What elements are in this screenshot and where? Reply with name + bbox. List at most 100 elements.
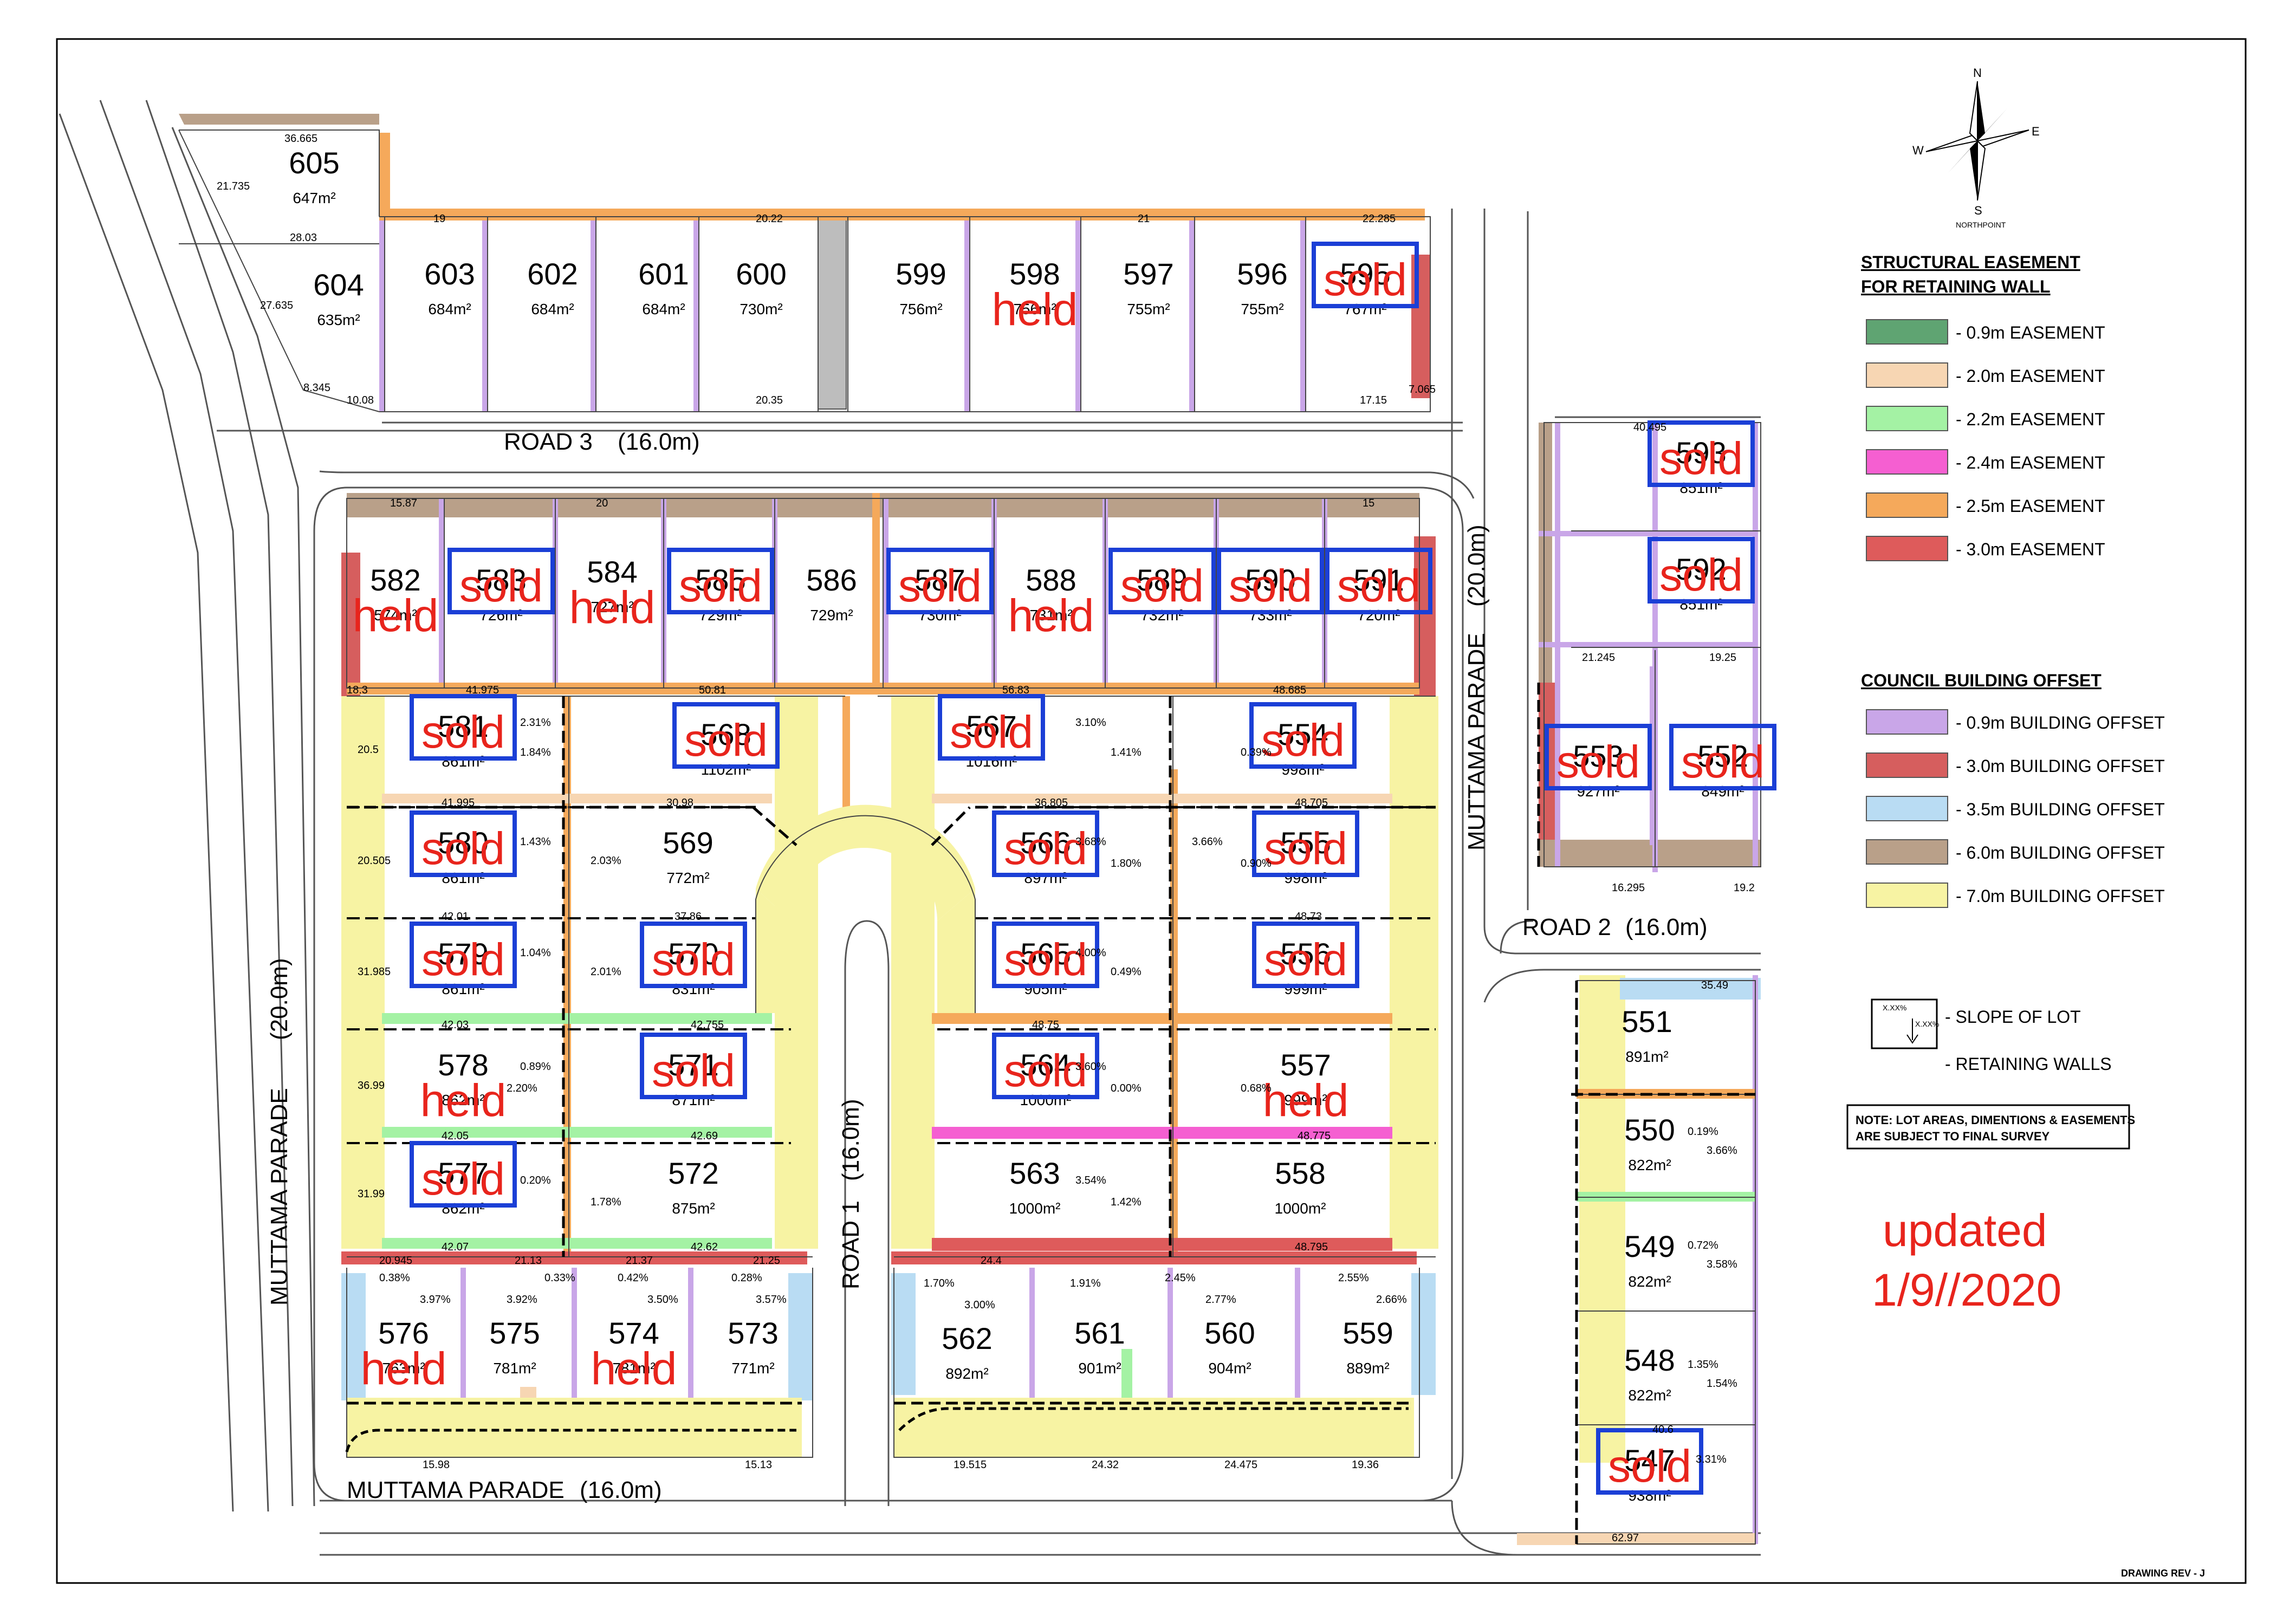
easement-swatch bbox=[1866, 449, 1948, 475]
dimension-value: 19.2 bbox=[1734, 882, 1755, 894]
lot-area: 772m² bbox=[666, 870, 709, 886]
lot-area: 1000m² bbox=[1020, 1092, 1072, 1108]
sold-box bbox=[1312, 242, 1419, 308]
dimension-value: 20.5 bbox=[358, 744, 379, 756]
sold-box bbox=[1249, 702, 1357, 769]
slope-value: 0.19% bbox=[1688, 1126, 1718, 1138]
dimension-value: 42.01 bbox=[442, 911, 469, 923]
sold-box bbox=[1596, 1428, 1703, 1495]
muttama-left-label: MUTTAMA PARADE bbox=[266, 1088, 293, 1306]
sold-label: sold bbox=[1324, 254, 1407, 305]
lot-area: 763m² bbox=[382, 1360, 425, 1377]
offset-swatch bbox=[1866, 709, 1948, 735]
lot-area: 999m² bbox=[1284, 981, 1327, 997]
easement-label: - 2.2m EASEMENT bbox=[1956, 410, 2105, 429]
lot-number: 591 bbox=[1353, 563, 1404, 597]
dimension-value: 31.99 bbox=[358, 1188, 385, 1200]
lot-area: 889m² bbox=[1346, 1360, 1389, 1377]
slope-key-box bbox=[1871, 998, 1938, 1049]
lot-area: 897m² bbox=[1024, 870, 1067, 886]
drawing-border bbox=[56, 38, 2247, 1584]
held-label: held bbox=[1263, 1075, 1349, 1126]
slope-value: 2.03% bbox=[591, 855, 621, 867]
dimension-value: 36.805 bbox=[1035, 797, 1068, 809]
sold-label: sold bbox=[684, 715, 768, 765]
slope-indicators: 2.31%1.84%3.10%1.41%0.39%1.43%2.03%3.68%… bbox=[379, 717, 1737, 1465]
sold-box bbox=[1252, 810, 1359, 877]
dimension-value: 20.945 bbox=[379, 1255, 412, 1267]
lot-area: 730m² bbox=[918, 607, 961, 624]
lot-number: 556 bbox=[1280, 937, 1331, 971]
dimension-value: 21.25 bbox=[753, 1255, 780, 1267]
slope-value: 2.31% bbox=[520, 717, 551, 729]
lot-area: 861m² bbox=[442, 981, 484, 997]
lot-number: 570 bbox=[668, 937, 718, 971]
dimension-value: 17.15 bbox=[1360, 394, 1387, 406]
lot-area: 901m² bbox=[1078, 1360, 1121, 1377]
lot-area: 781m² bbox=[612, 1360, 655, 1377]
slope-value: 2.55% bbox=[1338, 1272, 1369, 1284]
dimension-value: 20.505 bbox=[358, 855, 391, 867]
slope-value: 1.80% bbox=[1111, 858, 1141, 870]
